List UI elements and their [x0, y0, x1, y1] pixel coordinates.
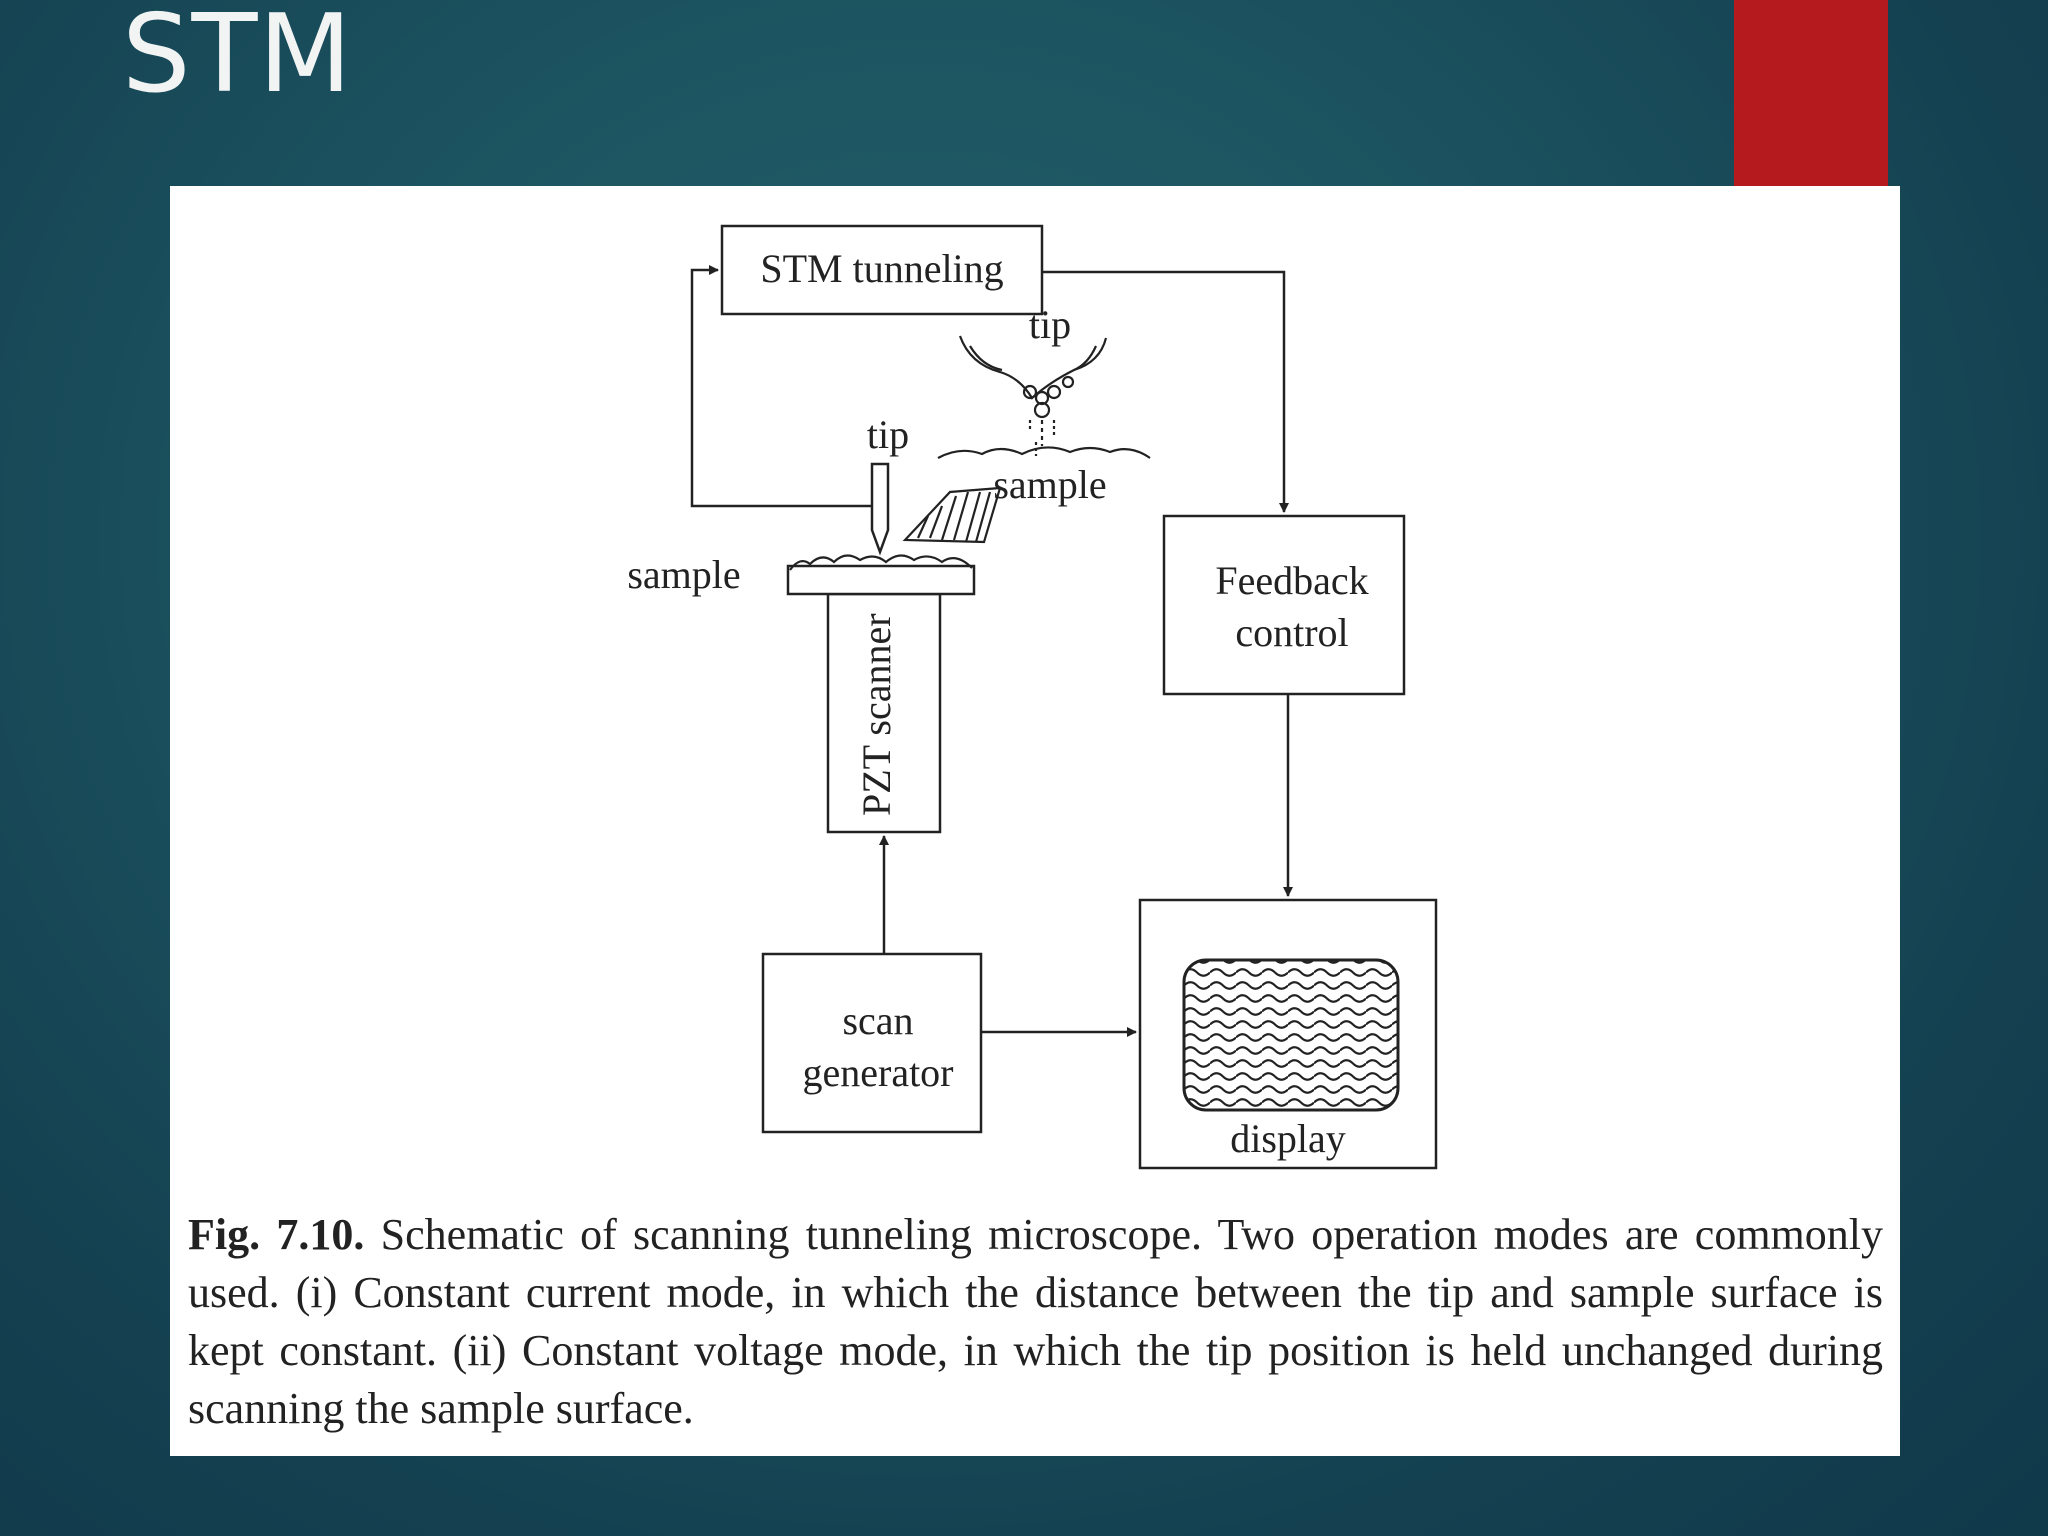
arrow-tip-to-stm-tunneling: [690, 265, 872, 508]
figure-panel: STM tunneling Feedback control scan gene…: [170, 186, 1900, 1456]
feedback-label-line2: control: [1235, 610, 1348, 655]
stm-tunneling-box: STM tunneling: [720, 224, 1044, 316]
sample-label-inset: sample: [993, 462, 1106, 507]
tip-label-inset: tip: [1029, 302, 1071, 347]
figure-number: Fig. 7.10.: [188, 1210, 365, 1259]
slide-title: STM: [122, 0, 353, 117]
display-label: display: [1230, 1116, 1346, 1161]
accent-bar: [1734, 0, 1888, 190]
tip-main: tip: [867, 412, 909, 556]
feedback-control-box: Feedback control: [1162, 514, 1406, 696]
caption-text: Schematic of scanning tunneling microsco…: [188, 1210, 1883, 1433]
stm-schematic-diagram: STM tunneling Feedback control scan gene…: [627, 224, 1438, 1170]
stm-tunneling-label: STM tunneling: [760, 246, 1003, 291]
tip-sample-inset: tip sample: [937, 302, 1151, 507]
arrow-stm-to-feedback: [1042, 270, 1289, 513]
pzt-scanner-label: PZT scanner: [854, 613, 899, 816]
feedback-label-line1: Feedback: [1215, 558, 1368, 603]
scan-label-line2: generator: [802, 1050, 953, 1095]
scan-generator-box: scan generator: [761, 952, 983, 1134]
sample-stage: sample: [627, 552, 976, 597]
sample-label-main: sample: [627, 552, 740, 597]
scan-raster-icon: [902, 486, 1002, 544]
tip-label-main: tip: [867, 412, 909, 457]
connector-lines: [690, 265, 1293, 1037]
pzt-scanner: PZT scanner: [826, 592, 942, 834]
scan-label-line1: scan: [842, 998, 913, 1043]
display-box: display: [1138, 898, 1438, 1170]
figure-caption: Fig. 7.10. Schematic of scanning tunneli…: [188, 1206, 1883, 1438]
display-screen: [1182, 958, 1400, 1112]
